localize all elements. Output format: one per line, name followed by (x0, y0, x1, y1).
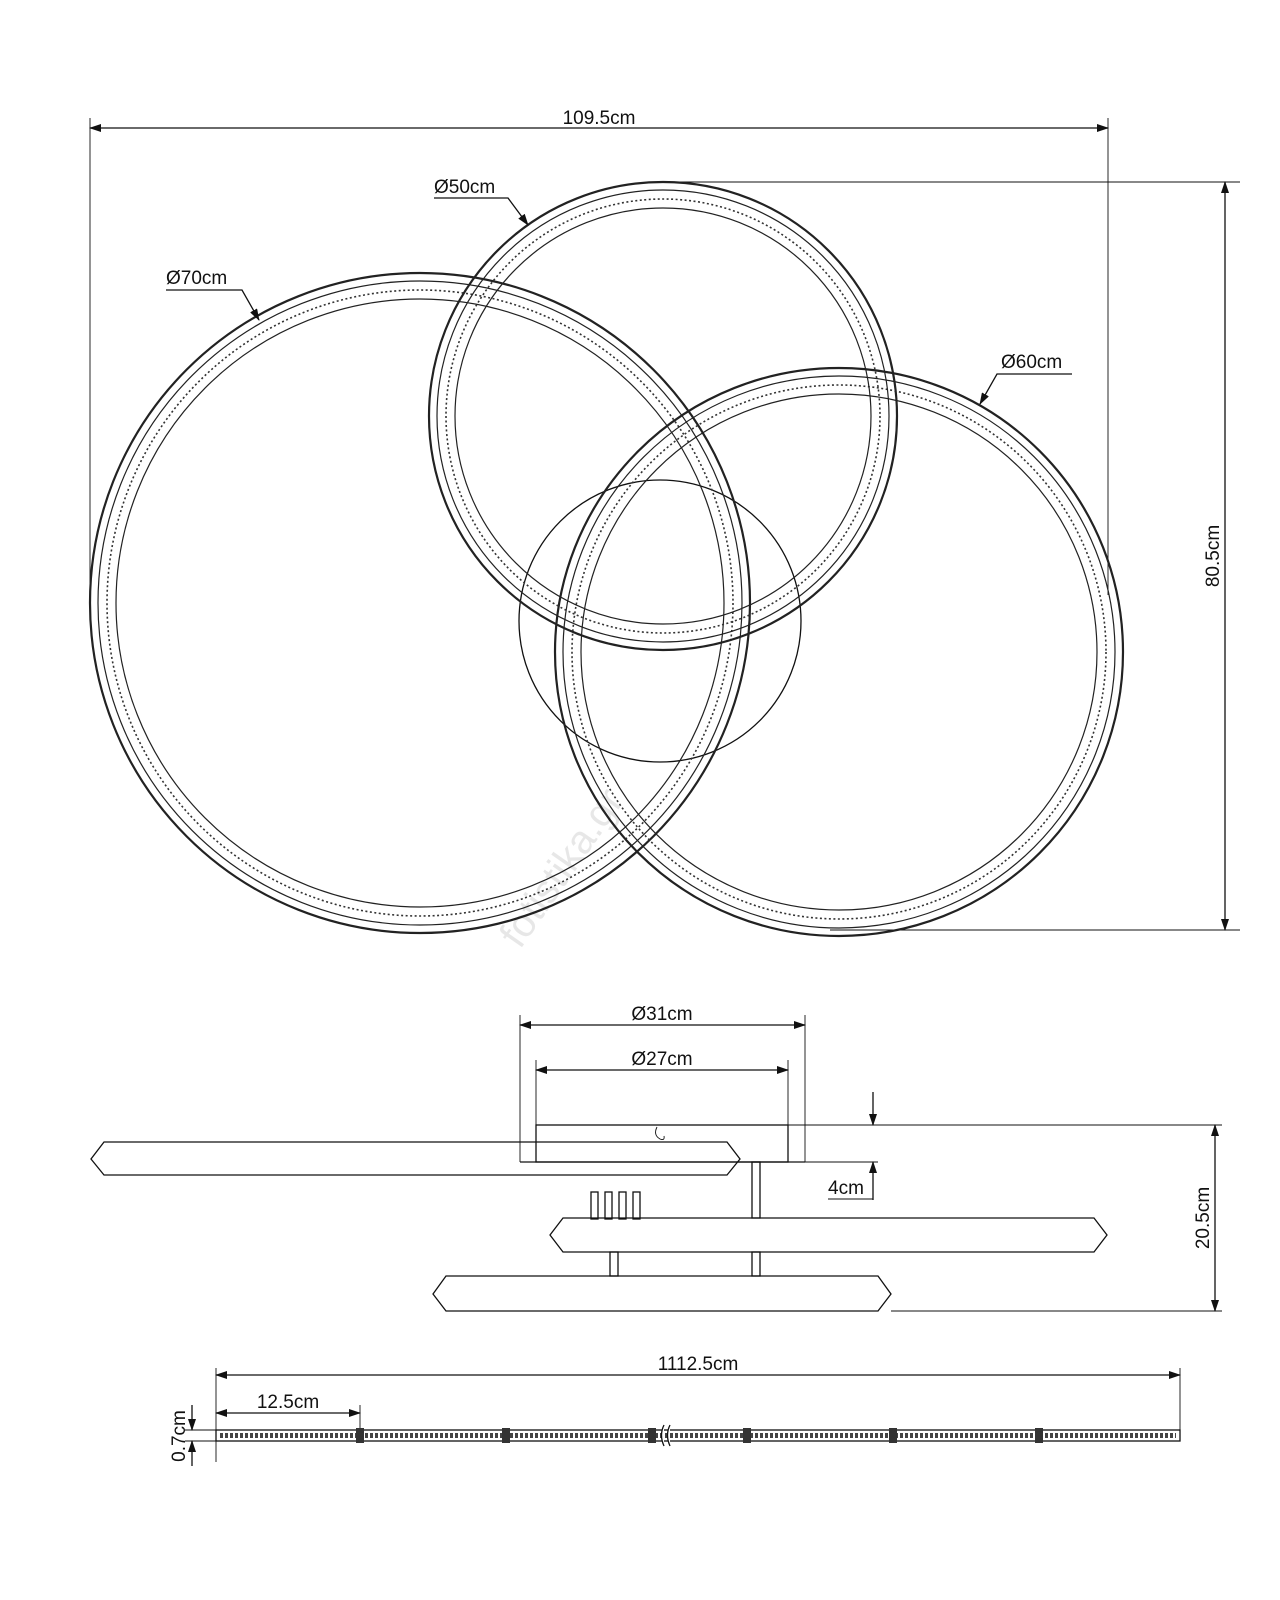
support-rod (604, 1191, 613, 1220)
support-rod (590, 1191, 599, 1220)
support-rod (609, 1251, 619, 1277)
ring-top-outer-edge (427, 180, 899, 652)
ring-large-inner-rim (115, 298, 725, 908)
canopy-outer-label: Ø31cm (631, 1004, 692, 1025)
strip-length-label: 1112.5cm (658, 1354, 739, 1375)
ring-right-crystal-band (571, 384, 1107, 920)
ring-top (427, 180, 899, 652)
canopy-disc (518, 479, 802, 763)
led-strip-body (215, 1429, 1181, 1442)
segment-label: 12.5cm (257, 1392, 319, 1413)
ring-large-label: Ø70cm (166, 268, 227, 289)
support-rod (751, 1161, 761, 1219)
side-view: Ø31cm Ø27cm 4cm 20.5cm (90, 1004, 1222, 1312)
ring-right-outer-rim (562, 375, 1116, 929)
strip-break-symbol (660, 1424, 671, 1447)
canopy-body (535, 1124, 789, 1163)
ring-profile-large (90, 1141, 741, 1176)
cut-mark (356, 1428, 364, 1443)
support-rod (618, 1191, 627, 1220)
cut-mark (502, 1428, 510, 1443)
ring-large-leader (166, 289, 260, 321)
cut-mark (648, 1428, 656, 1443)
total-height-label: 20.5cm (1193, 1187, 1214, 1249)
canopy-height-label: 4cm (828, 1178, 864, 1199)
height-label: 80.5cm (1203, 525, 1224, 587)
support-rods (590, 1161, 761, 1277)
cut-mark (1035, 1428, 1043, 1443)
ring-top-inner-rim (454, 207, 872, 625)
ring-right-label: Ø60cm (1001, 352, 1062, 373)
ring-top-outer-rim (436, 189, 890, 643)
ring-large-outer-rim (97, 280, 743, 926)
ring-right-inner-rim (580, 393, 1098, 911)
ring-large (88, 271, 752, 935)
ring-profile-right (549, 1217, 1108, 1253)
cut-mark (743, 1428, 751, 1443)
ring-right-leader (979, 373, 1072, 405)
ring-right-outer-edge (553, 366, 1125, 938)
top-view: 109.5cm 80.5cm Ø70cm Ø (88, 108, 1240, 938)
ring-top-crystal-band (445, 198, 881, 634)
support-rod (632, 1191, 641, 1220)
canopy-inner-label: Ø27cm (631, 1049, 692, 1070)
ring-large-outer-edge (88, 271, 752, 935)
ring-top-label: Ø50cm (434, 177, 495, 198)
cut-mark (889, 1428, 897, 1443)
thickness-label: 0.7cm (169, 1410, 190, 1462)
strip-cut-marks (356, 1428, 1043, 1443)
support-rod (751, 1251, 761, 1277)
ring-profile-top (432, 1275, 892, 1312)
ring-top-leader (434, 197, 529, 226)
canopy-screw (655, 1126, 665, 1141)
strip-view: 1112.5cm 12.5cm 0.7cm (169, 1354, 1181, 1466)
ring-large-crystal-band (106, 289, 734, 917)
width-label: 109.5cm (563, 108, 636, 129)
ring-right (553, 366, 1125, 938)
